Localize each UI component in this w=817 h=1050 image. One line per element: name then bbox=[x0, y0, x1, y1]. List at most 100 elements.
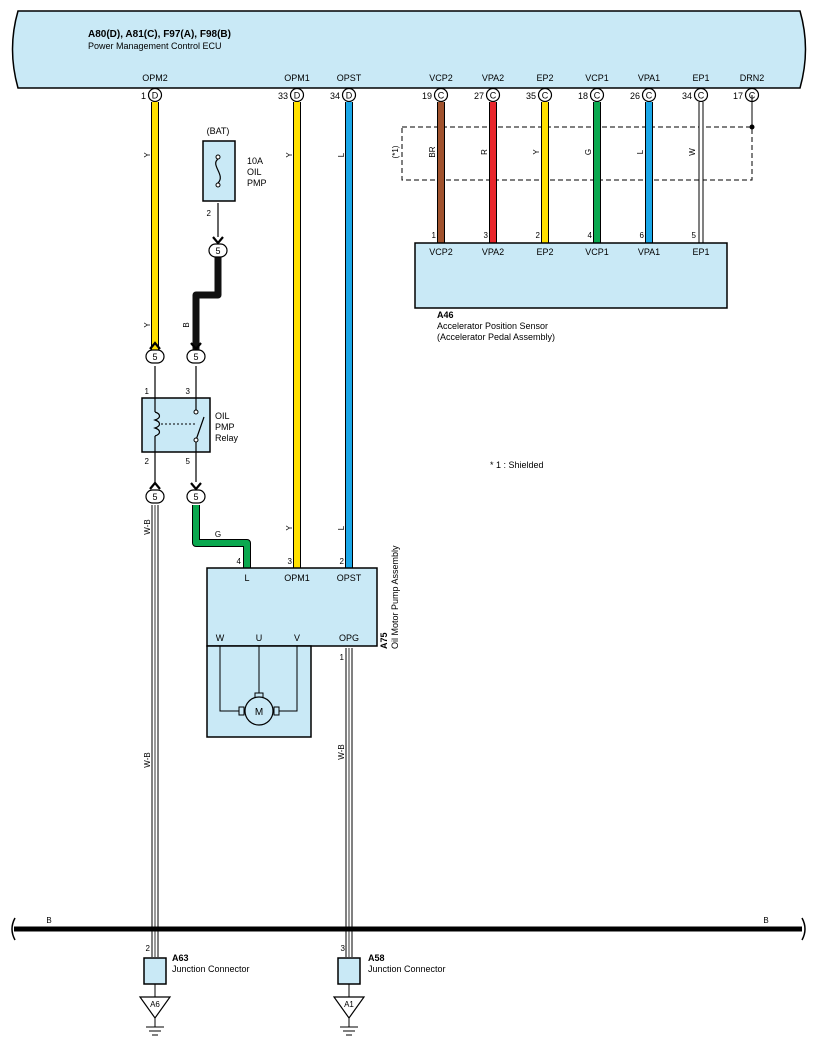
pump-pin-2: 2 bbox=[340, 557, 345, 566]
sensor-pin-number: 3 bbox=[484, 231, 489, 240]
relay-block: OIL PMP Relay 1 3 2 5 bbox=[141, 387, 239, 466]
ecu-pin-circle bbox=[433, 87, 449, 103]
junction-chevron-icon bbox=[190, 342, 202, 351]
sensor-wire-label: Y bbox=[532, 149, 541, 155]
bus-end-left bbox=[11, 917, 16, 941]
junction-number: 5 bbox=[152, 492, 157, 502]
junction-number: 5 bbox=[193, 492, 198, 502]
sensor-pin-number: 1 bbox=[432, 231, 437, 240]
fuse-block: (BAT) 10A OIL PMP 2 bbox=[202, 126, 267, 218]
sensor-name: Accelerator Position Sensor bbox=[437, 321, 548, 331]
shield-tag: (*1) bbox=[391, 145, 400, 158]
jc-a58-name: Junction Connector bbox=[368, 964, 446, 974]
ecu-pin-circle bbox=[289, 87, 305, 103]
sensor-box bbox=[414, 242, 728, 309]
ecu-pin-number: 1 bbox=[141, 91, 146, 101]
wire-label-opst-lower: L bbox=[337, 525, 346, 530]
relay-box bbox=[141, 397, 211, 453]
sensor-pin-number: 2 bbox=[536, 231, 541, 240]
wire-label-opst-upper: L bbox=[337, 152, 346, 157]
wire-label-opm2-lower: Y bbox=[143, 322, 152, 328]
sensor-wire-label: BR bbox=[428, 146, 437, 157]
junction-connector-a58: 3 A58 Junction Connector A1 bbox=[332, 944, 446, 1036]
wire-labels: Y Y B Y Y L L G W-B W-B W-B bbox=[143, 152, 346, 768]
sensor-wire-label: L bbox=[636, 149, 645, 154]
relay-name-3: Relay bbox=[215, 433, 239, 443]
junction-connector bbox=[145, 349, 165, 364]
sensor-pin-label-vcp1: VCP1 bbox=[585, 247, 609, 257]
relay-switch-terminal-bottom bbox=[193, 437, 199, 443]
ecu-pin-circle bbox=[537, 87, 553, 103]
relay-name-2: PMP bbox=[215, 422, 235, 432]
fuse-source: (BAT) bbox=[207, 126, 230, 136]
wire-label-opm2-upper: Y bbox=[143, 152, 152, 158]
ecu-pin-label-vpa1: VPA1 bbox=[638, 73, 660, 83]
junction-connector bbox=[145, 489, 165, 504]
sensor-wire-label: W bbox=[688, 148, 697, 156]
junction-connector bbox=[186, 349, 206, 364]
motor-icon bbox=[244, 696, 274, 726]
sensor-pin-label-vcp2: VCP2 bbox=[429, 247, 453, 257]
ecu-pin-label-drn2: DRN2 bbox=[740, 73, 765, 83]
ecu-pin-connector: D bbox=[346, 91, 353, 101]
junction-chevron-icon bbox=[149, 481, 161, 490]
ecu-pin-label-opm2: OPM2 bbox=[142, 73, 168, 83]
wire-label-wb-upper: W-B bbox=[143, 519, 152, 534]
ecu-pin-number: 26 bbox=[630, 91, 640, 101]
relay-switch-terminal-top bbox=[193, 409, 199, 415]
sensor-pin-label-ep1: EP1 bbox=[692, 247, 709, 257]
ecu-pin-connector: C bbox=[594, 91, 601, 101]
junction-chevron-icon bbox=[212, 236, 224, 245]
bus-label-left: B bbox=[46, 916, 51, 925]
ecu-pin-number: 19 bbox=[422, 91, 432, 101]
fuse-terminal-bottom bbox=[215, 182, 221, 188]
ecu-block: A80(D), A81(C), F97(A), F98(B) Power Man… bbox=[11, 10, 807, 89]
ecu-pin-number: 27 bbox=[474, 91, 484, 101]
fuse-pin: 2 bbox=[207, 209, 212, 218]
wire-label-wb-lower: W-B bbox=[143, 752, 152, 767]
ecu-pin-circle bbox=[589, 87, 605, 103]
ecu-pin-number: 17 bbox=[733, 91, 743, 101]
shield-drain-dot bbox=[749, 124, 755, 130]
sensor-wire-label: G bbox=[584, 149, 593, 155]
jc-a58-box bbox=[337, 957, 361, 985]
motor-lead-v bbox=[275, 646, 298, 712]
ecu-pin-label-opm1: OPM1 bbox=[284, 73, 310, 83]
ground-bus: B B bbox=[11, 916, 806, 941]
relay-pin-1: 1 bbox=[145, 387, 150, 396]
ecu-pin-label-ep2: EP2 bbox=[536, 73, 553, 83]
fuse-name-1: OIL bbox=[247, 167, 262, 177]
ground-a1-label: A1 bbox=[344, 1000, 354, 1009]
ecu-pin-label-ep1: EP1 bbox=[692, 73, 709, 83]
fuse-name-2: PMP bbox=[247, 178, 267, 188]
sensor-code: A46 bbox=[437, 310, 454, 320]
sensor-wire-label: R bbox=[480, 149, 489, 155]
sensor-pin-label-ep2: EP2 bbox=[536, 247, 553, 257]
pump-name: Oil Motor Pump Assembly bbox=[390, 545, 400, 649]
jc-a63-box bbox=[143, 957, 167, 985]
junction-chevron-icon bbox=[190, 482, 202, 491]
relay-name-1: OIL bbox=[215, 411, 230, 421]
ecu-pin-number: 34 bbox=[682, 91, 692, 101]
jc-a63-code: A63 bbox=[172, 953, 189, 963]
junction-chevron-icon bbox=[149, 341, 161, 350]
pump-pin-1: 1 bbox=[340, 653, 345, 662]
ecu-pin-circle bbox=[147, 87, 163, 103]
wire-label-relay-motor: G bbox=[215, 530, 221, 539]
ecu-pin-number: 35 bbox=[526, 91, 536, 101]
ecu-box bbox=[11, 10, 807, 89]
ecu-pin-label-vpa2: VPA2 bbox=[482, 73, 504, 83]
junction-number: 5 bbox=[152, 352, 157, 362]
motor-brush-right bbox=[273, 706, 280, 716]
jc-a63-name: Junction Connector bbox=[172, 964, 250, 974]
motor-lead-w bbox=[219, 646, 243, 712]
ecu-pin-label-vcp2: VCP2 bbox=[429, 73, 453, 83]
motor-brush-left bbox=[238, 706, 245, 716]
sensor-wires: BR R Y G L W bbox=[428, 102, 704, 243]
ecu-pin-connector: C bbox=[542, 91, 549, 101]
ecu-name: Power Management Control ECU bbox=[88, 41, 222, 51]
pump-label-opm1: OPM1 bbox=[284, 573, 310, 583]
